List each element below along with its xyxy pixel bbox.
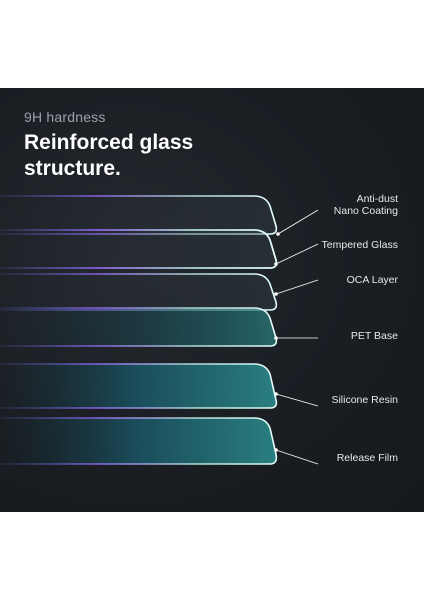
label-line-1: Anti-dust	[356, 193, 398, 205]
leader-dot	[274, 262, 278, 266]
headline-line-2: structure.	[24, 157, 121, 180]
layer-oca	[0, 273, 319, 311]
layer-pet-base	[0, 307, 318, 347]
label-line-2: Nano Coating	[333, 205, 398, 217]
layer-anti-dust-nano-coating	[0, 195, 319, 236]
leader-line	[275, 243, 319, 265]
leader-line	[275, 449, 319, 465]
leader-dot	[276, 232, 280, 236]
label-pet-base: PET Base	[350, 330, 398, 342]
label-silicone-resin: Silicone Resin	[331, 394, 398, 406]
label-release-film: Release Film	[336, 452, 398, 464]
label-tempered-glass: Tempered Glass	[321, 239, 398, 251]
layer-release-film	[0, 417, 319, 465]
leader-dot	[274, 448, 278, 452]
leader-line	[275, 393, 319, 407]
eyebrow-text: 9H hardness	[24, 109, 106, 125]
label-anti-dust-nano-coating: Anti-dust Nano Coating	[334, 193, 398, 217]
layer-tempered-glass	[0, 229, 319, 269]
leader-dot	[274, 392, 278, 396]
headline: Reinforced glass structure.	[24, 130, 224, 182]
leader-dot	[274, 336, 278, 340]
layer-stack-illustration	[0, 195, 319, 465]
leader-dot	[274, 292, 278, 296]
leader-line	[277, 209, 319, 235]
headline-line-1: Reinforced glass	[24, 131, 194, 154]
layer-silicone-resin	[0, 363, 319, 409]
leader-line	[275, 279, 319, 295]
label-oca-layer: OCA Layer	[346, 274, 398, 286]
product-feature-panel: 9H hardness Reinforced glass structure. …	[0, 88, 424, 512]
